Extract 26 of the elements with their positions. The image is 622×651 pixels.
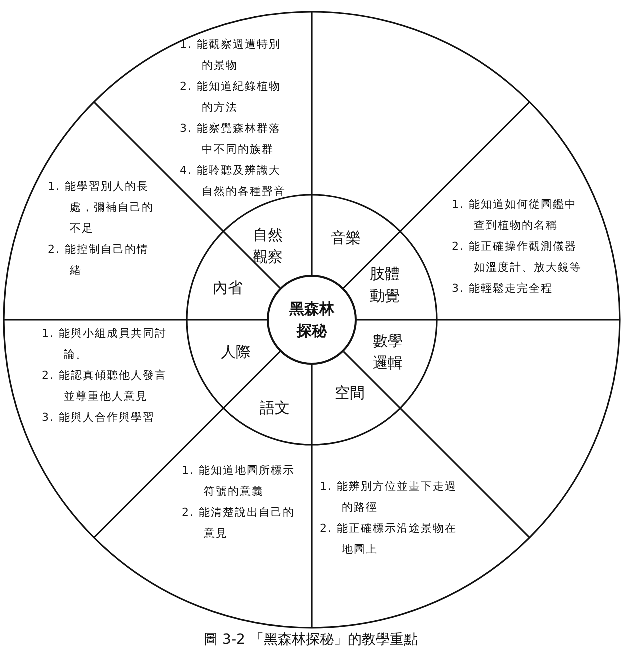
sector-label: 內省: [208, 277, 248, 299]
sector-label: 語文: [255, 397, 295, 419]
caption: 圖 3-2 「黑森林探秘」的教學重點: [203, 631, 419, 649]
sector-label: 肢體動覺: [369, 263, 401, 307]
goal-item: 2. 能認真傾聽他人發言並尊重他人意見: [42, 368, 168, 405]
goal-item: 1. 能知道地圖所標示符號的意義: [182, 463, 296, 500]
goal-item: 2. 能控制自己的情緒: [48, 242, 150, 279]
sector-label: 自然觀察: [252, 224, 284, 268]
goal-item: 1. 能知道如何從圖鑑中查到植物的名稱: [452, 197, 578, 234]
goal-item: 2. 能正確標示沿途景物在地圖上: [320, 521, 458, 558]
goal-item: 2. 能知道紀錄植物的方法: [180, 79, 282, 116]
goal-item: 1. 能學習別人的長處，彌補自己的不足: [48, 179, 155, 237]
sector-label: 數學邏輯: [372, 330, 404, 374]
goal-item: 3. 能察覺森林群落中不同的族群: [180, 121, 282, 158]
goal-item: 3. 能與人合作與學習: [42, 410, 156, 426]
goal-item: 4. 能聆聽及辨識大自然的各種聲音: [180, 163, 287, 200]
goal-item: 1. 能與小組成員共同討論。: [42, 326, 168, 363]
goal-item: 1. 能辨別方位並畫下走過的路徑: [320, 479, 458, 516]
goal-item: 2. 能清楚說出自己的意見: [182, 505, 296, 542]
center-circle: [267, 275, 357, 365]
goal-item: 2. 能正確操作觀測儀器如溫度計、放大鏡等: [452, 239, 583, 276]
center-title: 黑森林探秘: [288, 299, 336, 342]
sector-label: 空間: [330, 382, 370, 404]
goal-item: 3. 能輕鬆走完全程: [452, 281, 554, 297]
sector-label: 人際: [216, 341, 256, 363]
sector-label: 音樂: [326, 227, 366, 249]
